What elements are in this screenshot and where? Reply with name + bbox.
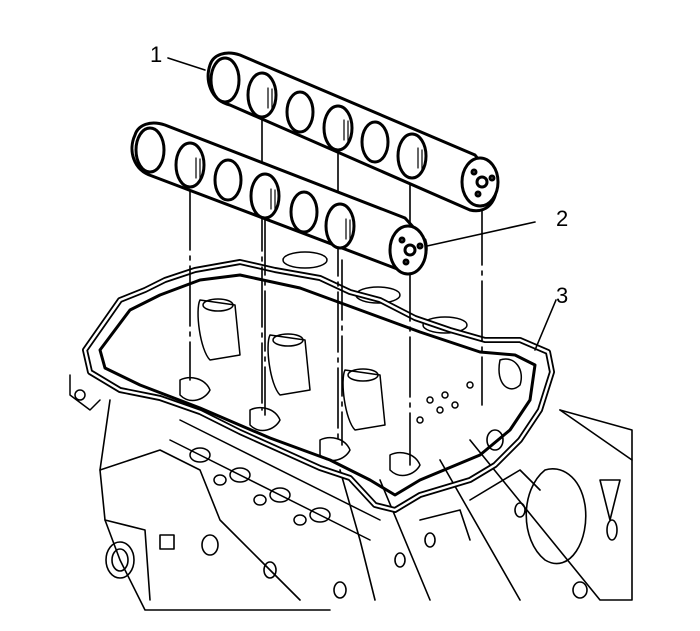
lower-camshaft: [130, 121, 428, 276]
callout-2: 2: [556, 206, 569, 231]
callout-3: 3: [556, 283, 569, 308]
cylinder-head: [69, 251, 522, 541]
leader-lines: [167, 57, 557, 351]
engine-block: [99, 399, 633, 611]
upper-camshaft: [206, 51, 500, 213]
callout-1: 1: [150, 42, 163, 67]
gasket: [82, 259, 555, 513]
